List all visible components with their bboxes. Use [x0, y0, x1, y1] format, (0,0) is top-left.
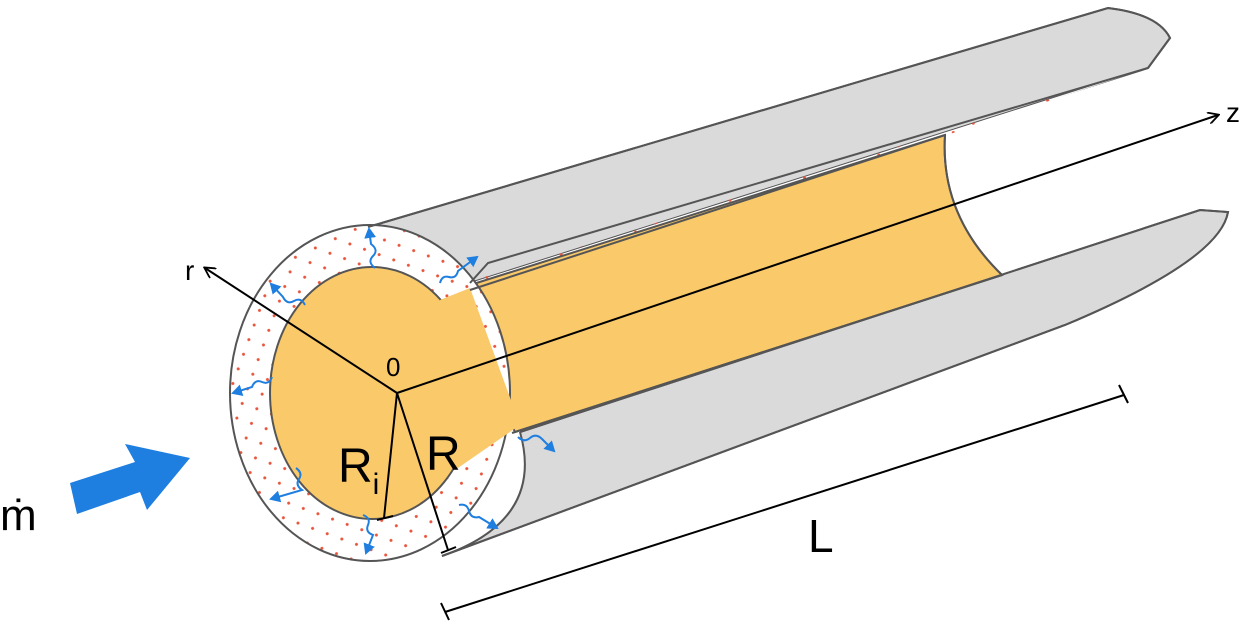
inner-radius-tick — [376, 515, 394, 521]
length-tick-start — [440, 602, 450, 621]
wavy-arrow-icon — [364, 227, 377, 269]
mass-flow-label: ṁ — [0, 491, 37, 540]
wavy-arrow-icon — [458, 503, 499, 530]
core-seam — [440, 288, 520, 470]
wavy-arrow-icon — [269, 282, 306, 306]
core-far-edge — [943, 134, 1003, 276]
r-axis — [205, 268, 398, 394]
wavy-arrow-icon — [231, 376, 273, 397]
inner-radius-label-base: R — [338, 440, 373, 493]
inner-radius-label: Ri — [338, 440, 379, 501]
wavy-arrow-icon — [517, 434, 556, 453]
length-dimension-line — [444, 394, 1125, 613]
wavy-arrow-icon — [362, 514, 375, 555]
z-axis-label: z — [1226, 97, 1240, 128]
z-axis — [396, 115, 1218, 394]
heat-arrows — [231, 227, 556, 555]
outer-radius-line — [396, 392, 449, 551]
shell-notch-top — [367, 6, 1172, 284]
shell-notch-bottom — [441, 208, 1230, 557]
length-label: L — [808, 510, 834, 562]
front-ring-outline — [229, 224, 511, 562]
wavy-arrow-icon — [269, 467, 305, 503]
inner-radius-label-sub: i — [373, 468, 380, 501]
r-axis-label: r — [185, 255, 194, 286]
outer-radius-tick — [440, 546, 457, 554]
inner-radius-line — [383, 392, 398, 519]
length-tick-end — [1118, 384, 1129, 404]
outer-radius-label: R — [426, 428, 461, 481]
arrow-right-icon — [70, 444, 190, 514]
core-top-edge — [469, 134, 946, 291]
wavy-arrow-icon — [439, 255, 479, 284]
origin-label: 0 — [386, 352, 400, 382]
